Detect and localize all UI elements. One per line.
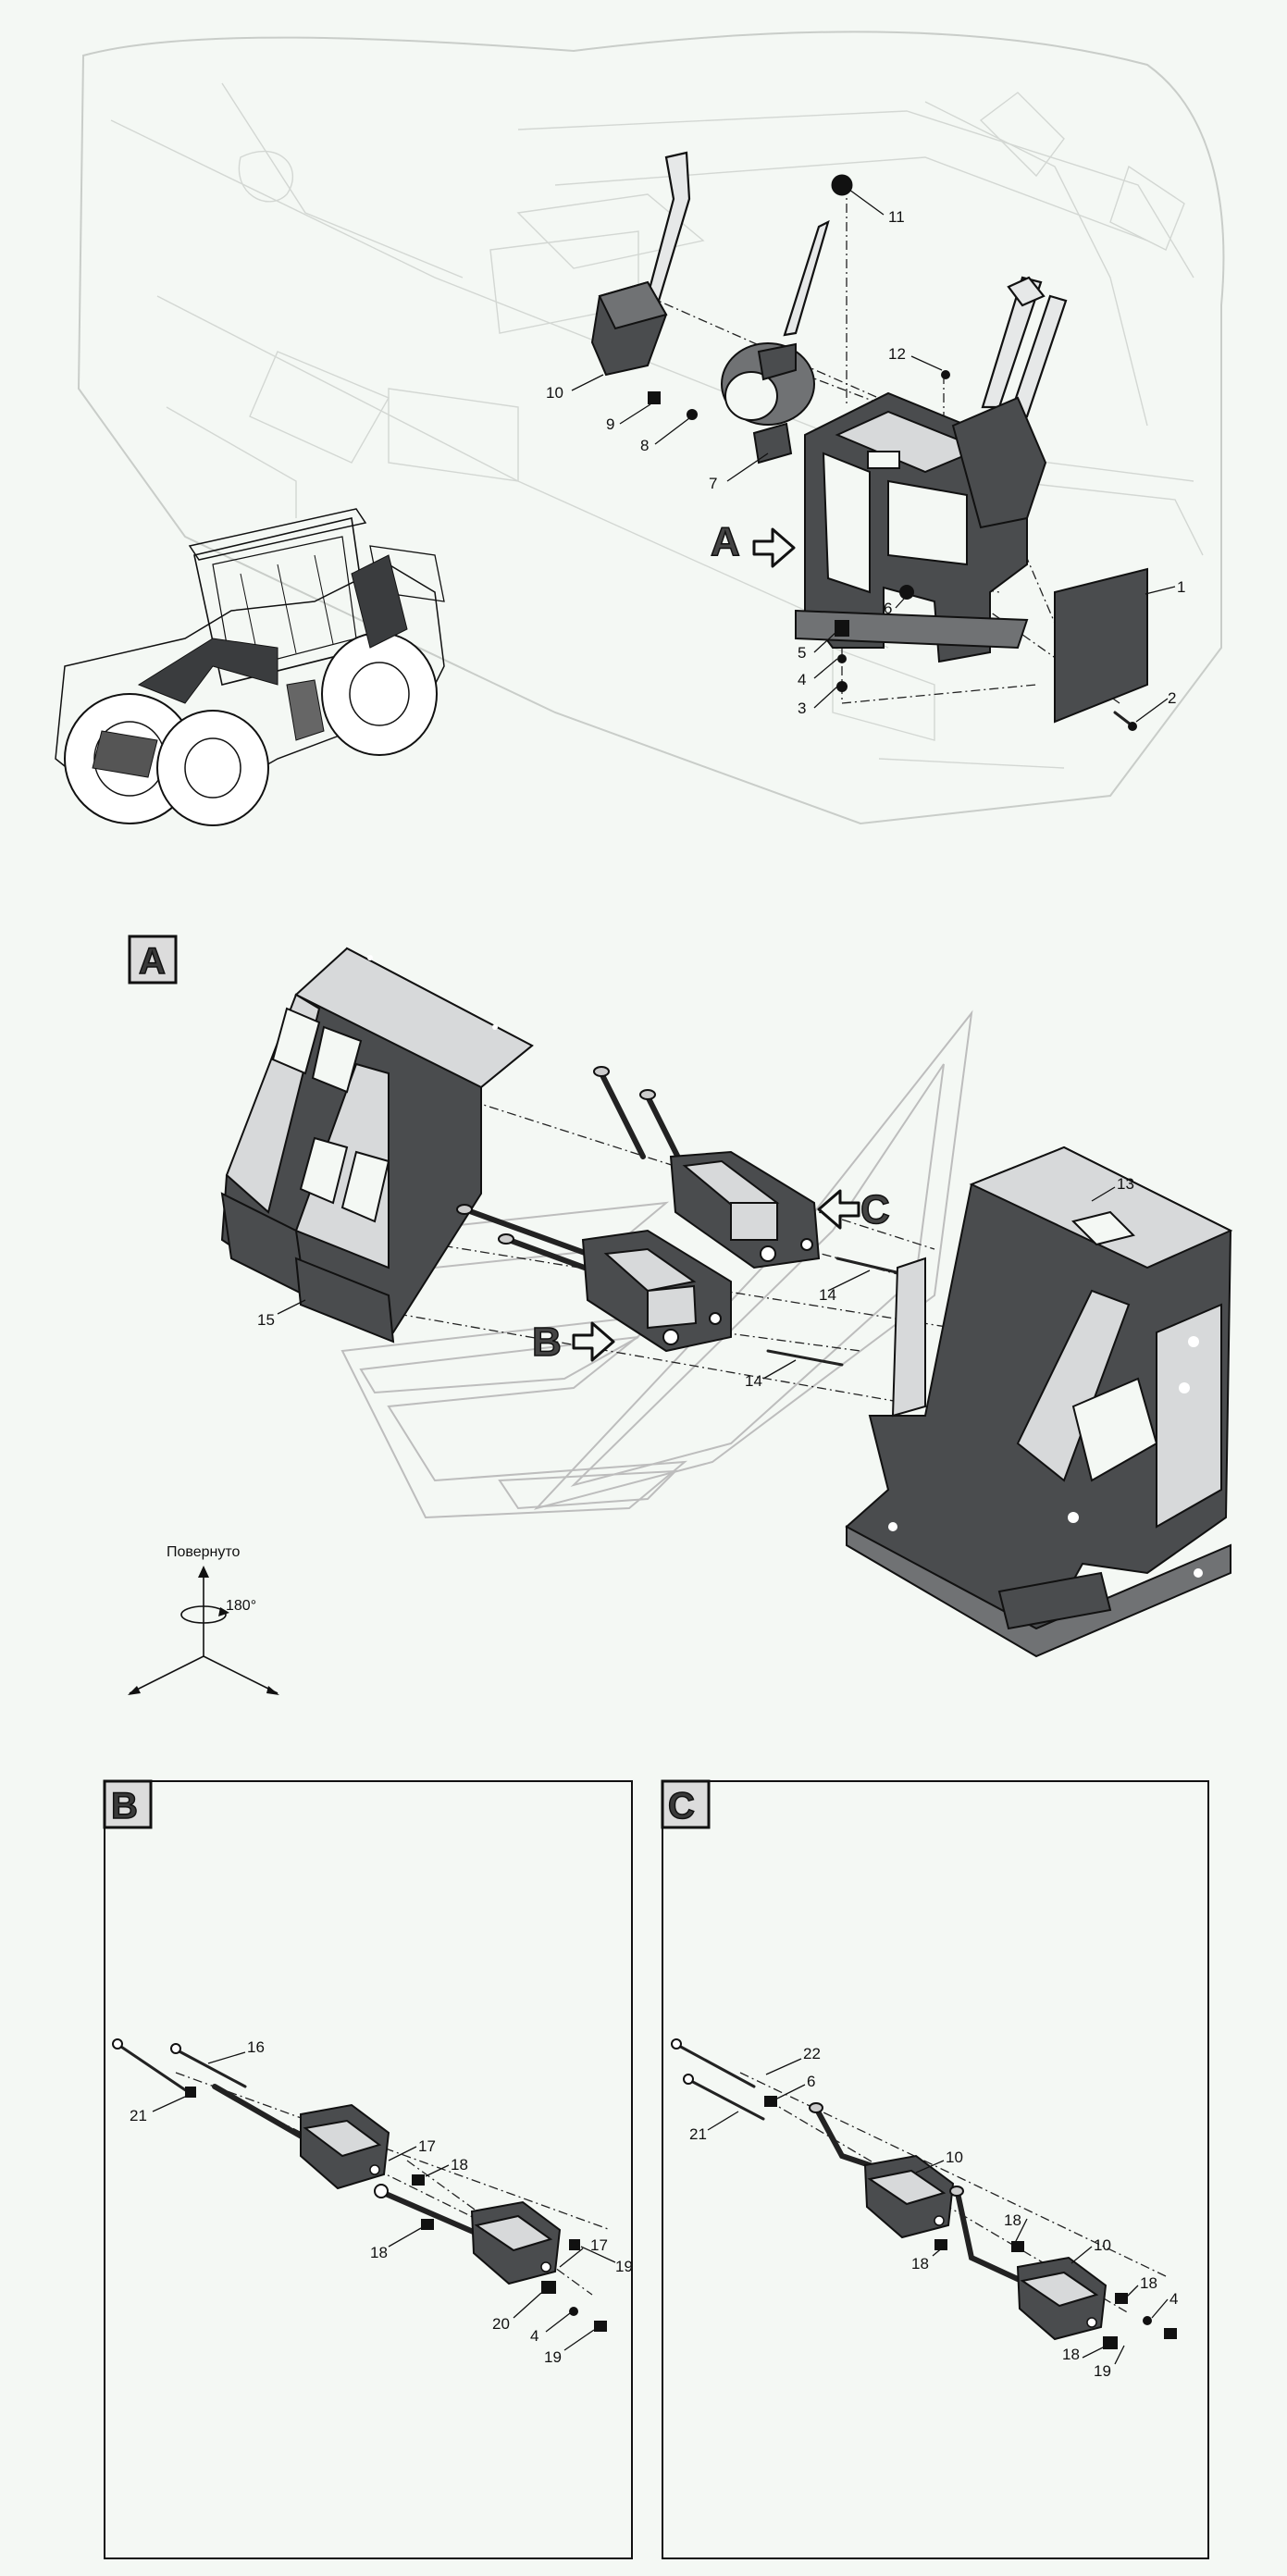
- callout-18-c-bottom: 18: [1062, 2346, 1080, 2363]
- callout-18-lower: 18: [370, 2244, 388, 2261]
- ref-arrow-c-letter: C: [860, 1187, 890, 1232]
- ref-arrow-a-letter: A: [711, 519, 740, 564]
- cover-15: [220, 947, 534, 1344]
- main-small-hardware: [648, 370, 950, 692]
- cab-floor-ghost: [77, 31, 1225, 825]
- view-a-letter: A: [139, 941, 166, 982]
- view-b-panel: B 16 21 17 18: [103, 1779, 633, 2559]
- bolts-14: [766, 1257, 918, 1367]
- rotation-label: Повернуто: [167, 1544, 241, 1560]
- callout-18-c-right: 18: [1140, 2274, 1157, 2292]
- view-c-panel: C 22 6 21: [661, 1779, 1209, 2559]
- callout-21: 21: [130, 2107, 147, 2124]
- callout-10-lower: 10: [1094, 2236, 1111, 2254]
- callout-18-c-mid: 18: [1004, 2211, 1021, 2229]
- ref-arrow-b-letter: B: [532, 1319, 562, 1365]
- callout-4-b: 4: [530, 2327, 538, 2345]
- ref-arrow-a: A: [710, 518, 796, 568]
- callout-8: 8: [640, 437, 649, 454]
- lever-unit-10: [590, 151, 691, 377]
- view-a-label: A: [128, 935, 178, 985]
- callout-10-upper: 10: [946, 2149, 963, 2166]
- rotation-indicator: Повернуто 180°: [128, 1544, 279, 1695]
- callout-16: 16: [247, 2038, 265, 2056]
- callout-5: 5: [798, 644, 806, 662]
- callout-18-c-left: 18: [911, 2255, 929, 2273]
- callout-17-upper: 17: [418, 2137, 436, 2155]
- frame-13: [845, 1146, 1233, 1658]
- view-b-letter: B: [111, 1786, 138, 1827]
- lever-assembly-b: [456, 1204, 732, 1353]
- side-cover-panel-1: [1054, 567, 1148, 731]
- callout-11: 11: [888, 208, 905, 226]
- view-a-assembly-lines: [397, 1100, 982, 1407]
- callout-10: 10: [546, 384, 563, 402]
- callout-4: 4: [798, 671, 806, 688]
- callout-3: 3: [798, 700, 806, 717]
- lever-unit-7: [721, 174, 853, 464]
- callout-13: 13: [1117, 1175, 1134, 1193]
- callout-20: 20: [492, 2315, 510, 2333]
- view-a-callouts: 13 14 14 15: [257, 1175, 1134, 1390]
- callout-19-c: 19: [1094, 2362, 1111, 2380]
- callout-7: 7: [709, 475, 717, 492]
- callout-19-upper: 19: [615, 2258, 633, 2275]
- ref-arrow-b: B: [531, 1319, 615, 1366]
- callout-12: 12: [888, 345, 906, 363]
- callout-4-c: 4: [1169, 2290, 1178, 2308]
- callout-1: 1: [1177, 578, 1185, 596]
- callout-18-upper: 18: [451, 2156, 468, 2174]
- view-c-letter: C: [668, 1786, 695, 1827]
- lever-assembly-c: [593, 1066, 821, 1269]
- main-callout-leaders: [571, 189, 1176, 723]
- callout-14-lower: 14: [745, 1372, 762, 1390]
- callout-15: 15: [257, 1311, 275, 1329]
- callout-2: 2: [1168, 689, 1176, 707]
- main-callouts: 1 2 3 4 5 6 7 8 9 10 11 12: [546, 208, 1185, 717]
- callout-21-c: 21: [689, 2125, 707, 2143]
- callout-14-upper: 14: [819, 1286, 836, 1304]
- ref-arrow-c: C: [817, 1186, 891, 1233]
- callout-19-lower: 19: [544, 2348, 562, 2366]
- callout-22: 22: [803, 2045, 821, 2062]
- callout-9: 9: [606, 415, 614, 433]
- rotation-angle: 180°: [226, 1598, 256, 1614]
- callout-17-lower: 17: [590, 2236, 608, 2254]
- tractor-thumbnail: [55, 508, 445, 826]
- main-twin-levers: [951, 276, 1068, 529]
- callout-6-c: 6: [807, 2073, 815, 2090]
- view-a-callout-leaders: [277, 1186, 1116, 1380]
- callout-6: 6: [884, 600, 892, 617]
